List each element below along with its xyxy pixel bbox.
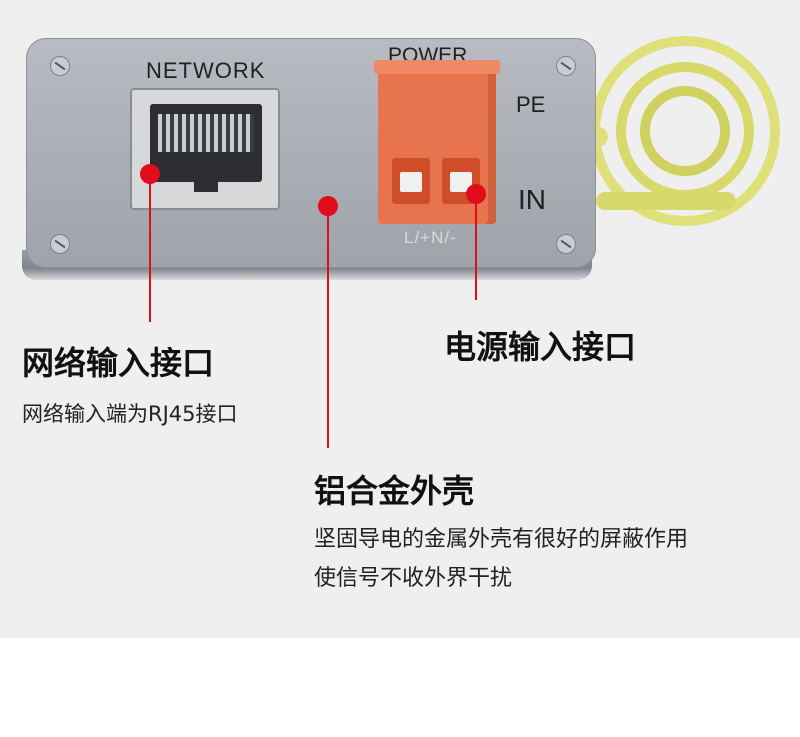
power-leader-line — [475, 200, 477, 300]
housing-callout-desc-line1: 坚固导电的金属外壳有很好的屏蔽作用 — [314, 527, 689, 552]
network-leader-line — [149, 180, 151, 322]
network-callout-desc: 网络输入端为RJ45接口 — [22, 402, 238, 426]
screw-icon — [556, 56, 576, 76]
network-label: NETWORK — [146, 58, 266, 83]
rj45-port — [130, 88, 280, 210]
network-callout-title: 网络输入接口 — [22, 344, 215, 382]
housing-marker — [318, 196, 338, 216]
housing-leader-line — [327, 212, 329, 448]
power-callout-title: 电源输入接口 — [444, 328, 637, 366]
network-marker — [140, 164, 160, 184]
housing-callout-desc-line2: 使信号不收外界干扰 — [314, 566, 513, 591]
pe-label: PE — [516, 92, 546, 117]
aluminum-housing — [26, 38, 596, 268]
screw-icon — [556, 234, 576, 254]
in-label: IN — [518, 184, 546, 215]
screw-icon — [50, 234, 70, 254]
terminal-polarity-label: L/+N/- — [404, 228, 457, 247]
screw-icon — [50, 56, 70, 76]
rj45-pins — [158, 114, 254, 152]
power-marker — [466, 184, 486, 204]
housing-callout-title: 铝合金外壳 — [314, 472, 475, 510]
